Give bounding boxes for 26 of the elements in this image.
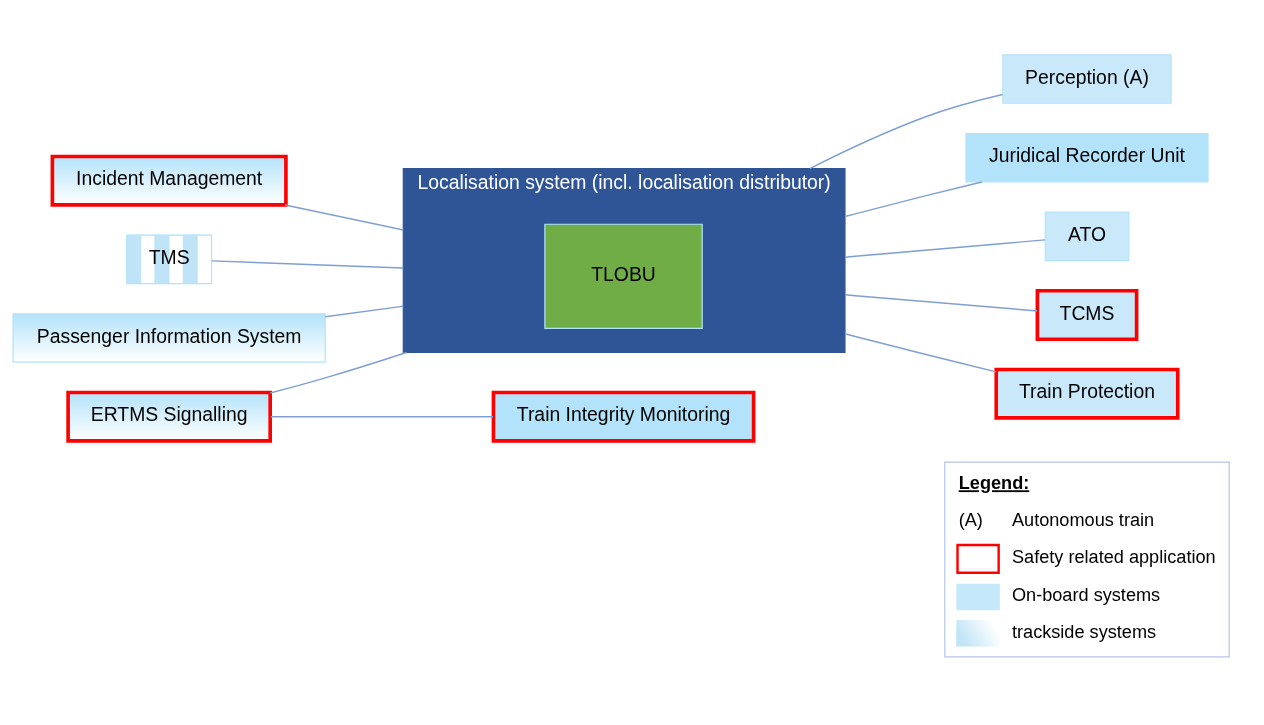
connector xyxy=(844,181,983,218)
node-box: TLOBU xyxy=(544,223,703,329)
connector xyxy=(210,260,405,269)
label: (A) xyxy=(958,509,983,530)
node-box: ERTMS Signalling xyxy=(66,390,272,443)
legend-label: Safety related application xyxy=(1011,547,1216,568)
node-box: ATO xyxy=(1044,211,1130,262)
legend-label: On-board systems xyxy=(1011,585,1161,606)
connector xyxy=(809,93,1004,170)
node-box: Train Integrity Monitoring xyxy=(491,390,756,443)
connector xyxy=(269,351,408,394)
legend-label: trackside systems xyxy=(1011,621,1157,642)
label: Legend: xyxy=(958,473,1030,494)
legend-label: Autonomous train xyxy=(1011,509,1155,530)
node-box: Incident Management xyxy=(50,154,288,207)
node-box: Train Protection xyxy=(994,367,1180,420)
node-box: Juridical Recorder Unit xyxy=(965,132,1209,183)
connector xyxy=(844,333,997,373)
connector xyxy=(844,239,1046,258)
node-box: Perception (A) xyxy=(1002,54,1172,104)
connector xyxy=(284,204,405,231)
connector xyxy=(269,415,494,418)
connector xyxy=(844,294,1038,312)
node-box: Passenger Information System xyxy=(12,313,326,363)
node-box: TCMS xyxy=(1035,289,1139,342)
connector xyxy=(324,305,405,318)
